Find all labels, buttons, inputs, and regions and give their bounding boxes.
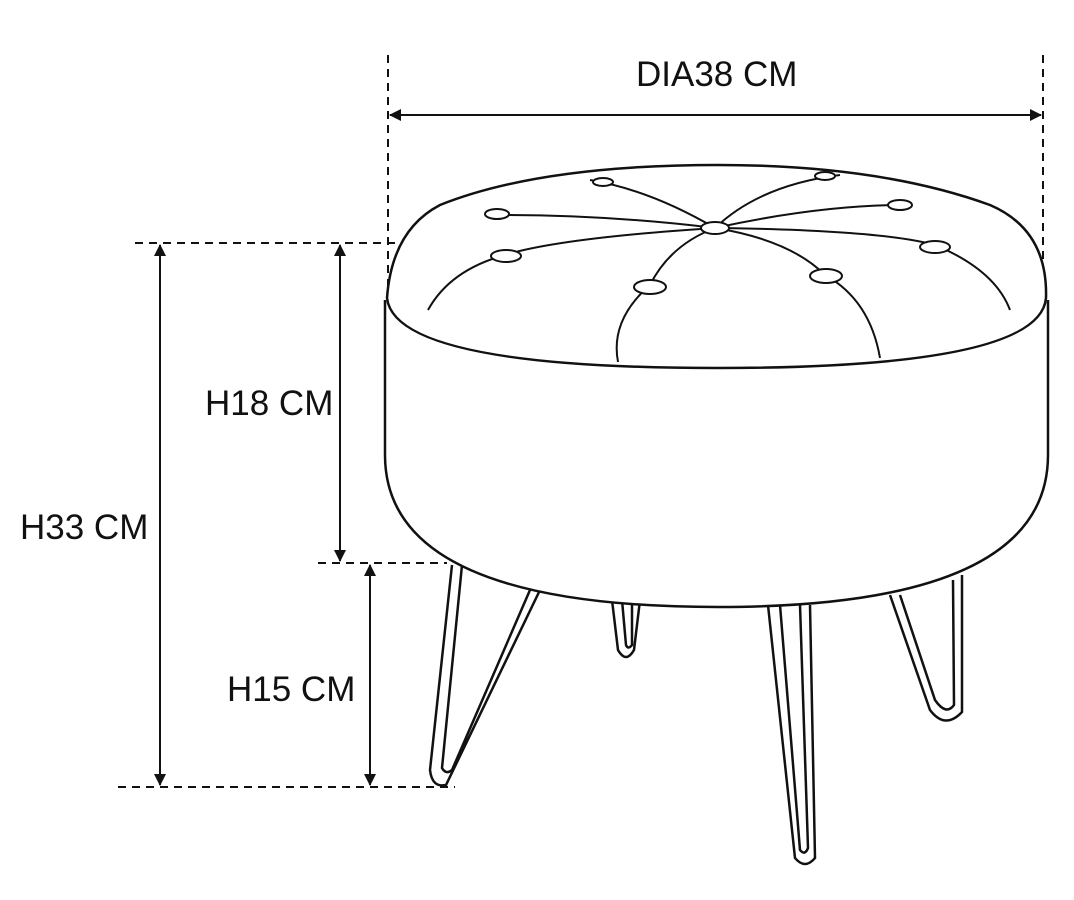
total-height-label: H33 CM (20, 508, 149, 547)
diameter-label: DIA38 CM (636, 55, 798, 94)
stool-body (383, 300, 1050, 609)
seat-height-label: H18 CM (205, 384, 334, 423)
stool-cushion (385, 163, 1048, 370)
leg-height-label: H15 CM (227, 670, 356, 709)
tuft-buttons (484, 171, 951, 295)
stool-legs (428, 564, 964, 866)
